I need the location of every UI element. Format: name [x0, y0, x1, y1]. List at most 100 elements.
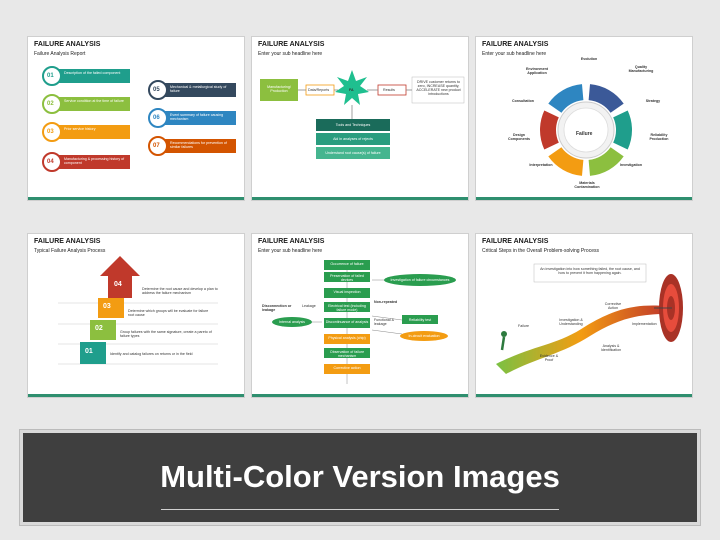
branch-label: Disconnection or leakage	[262, 304, 292, 313]
flow-step-data: Data/Reports	[308, 88, 330, 92]
report-item-band	[50, 97, 130, 111]
cycle-segment	[548, 147, 584, 176]
report-item-number: 06	[153, 115, 160, 121]
side-node-label: Internal analysis	[279, 320, 305, 324]
report-list-graphic	[42, 66, 236, 172]
side-node-label: In-circuit evaluation	[408, 334, 440, 338]
flow-node-label: Visual inspection	[333, 290, 361, 294]
report-item-badge	[148, 108, 168, 128]
cycle-label: Investigation	[619, 163, 643, 167]
flow-node	[324, 272, 370, 282]
banner-divider	[161, 509, 559, 510]
callout-text: An investigation into how something fail…	[540, 267, 640, 276]
cycle-label: Interpretation	[529, 163, 553, 167]
flow-node	[324, 334, 370, 344]
cycle-segment	[540, 110, 559, 150]
cycle-label: Reliability Production	[649, 133, 669, 142]
side-node-label: Investigation of failure circumstances	[390, 278, 450, 282]
step-number: 03	[103, 303, 111, 310]
step-text: Determine the root cause and develop a p…	[142, 287, 218, 296]
cycle-segment	[548, 84, 584, 113]
flow-node-label: Physical analysis (chip)	[328, 336, 366, 340]
slide-thumbnail-5[interactable]: FAILURE ANALYSIS Enter your sub headline…	[251, 233, 469, 398]
tools-item: Understand root cause(s) of failure	[325, 151, 381, 155]
flow-node	[324, 288, 370, 298]
cycle-label: Strategy	[645, 99, 661, 103]
path-step: Evidence & Proof	[539, 354, 559, 363]
slide-title: FAILURE ANALYSIS	[258, 41, 325, 48]
section-banner: Multi-Color Version Images	[20, 430, 700, 525]
step-number: 02	[95, 325, 103, 332]
report-item-number: 05	[153, 87, 160, 93]
slide-subtitle: Failure Analysis Report	[34, 51, 86, 57]
path-step: Corrective Action	[604, 302, 622, 311]
cycle-label: Design Components	[508, 133, 530, 142]
report-item-text: Manufacturing & processing history of co…	[64, 157, 125, 166]
report-item-number: 02	[47, 101, 54, 107]
flow-node-label: Corrective action	[333, 366, 361, 370]
report-item-text: Mechanical & metallurgical study of fail…	[170, 85, 227, 94]
slide-title: FAILURE ANALYSIS	[258, 238, 325, 245]
analysis-flowchart	[272, 260, 456, 384]
flow-node	[324, 318, 370, 328]
slide-title: FAILURE ANALYSIS	[34, 41, 101, 48]
path-step: Failure	[518, 324, 529, 328]
tools-item: Aid in analyses of rejects	[333, 137, 373, 141]
report-item-number: 01	[47, 73, 54, 79]
tools-header: Tools and Techniques	[335, 123, 371, 127]
branch-label: Functional & leakage	[374, 318, 394, 327]
slide-thumbnail-1[interactable]: FAILURE ANALYSIS Failure Analysis Report…	[27, 36, 245, 201]
slide-thumbnail-2[interactable]: FAILURE ANALYSIS Enter your sub headline…	[251, 36, 469, 201]
report-item-text: Service condition at the time of failure	[64, 99, 124, 103]
slide-title: FAILURE ANALYSIS	[482, 238, 549, 245]
step-text: Determine which groups will be evaluate …	[128, 309, 209, 318]
path-step: Implementation	[632, 322, 657, 326]
step-number: 04	[114, 281, 122, 288]
banner-title: Multi-Color Version Images	[160, 459, 560, 494]
report-item-text: Recommendations for prevention of simila…	[170, 141, 227, 150]
side-node-label: Reliability test	[408, 318, 432, 322]
report-item-band	[50, 155, 130, 169]
report-item-badge	[42, 152, 62, 172]
report-item-badge	[42, 94, 62, 114]
cycle-label: Consultation	[512, 99, 534, 103]
cycle-segment	[613, 110, 632, 150]
report-item-badge	[148, 80, 168, 100]
process-steps-graphic	[58, 256, 218, 365]
flow-node	[324, 260, 370, 270]
cycle-label: Environment Application	[526, 67, 548, 76]
cycle-segment	[588, 84, 624, 113]
cycle-segment	[588, 147, 624, 176]
slide-thumbnail-3[interactable]: FAILURE ANALYSIS Enter your sub headline…	[475, 36, 693, 201]
report-item-text: Prior service history	[64, 127, 96, 131]
flow-node-label: Electrical test (including failure mode)	[328, 304, 366, 313]
report-item-text: Event summary of failure causing mechani…	[170, 113, 224, 122]
slide-thumbnail-6[interactable]: FAILURE ANALYSIS Critical Steps in the O…	[475, 233, 693, 398]
flow-node	[324, 364, 370, 374]
flow-step-production: Manufacturing/ Production	[267, 85, 291, 94]
slide-thumbnail-4[interactable]: FAILURE ANALYSIS Typical Failure Analysi…	[27, 233, 245, 398]
report-item-number: 04	[47, 159, 54, 165]
slide-subtitle: Critical Steps in the Overall Problem-so…	[482, 248, 599, 254]
slide-title: FAILURE ANALYSIS	[34, 238, 101, 245]
failure-cycle-diagram	[540, 84, 632, 176]
report-item-text: Description of the failed component	[64, 71, 121, 75]
report-item-band	[156, 111, 236, 125]
flow-node-label: Discontinuance of analysis	[325, 320, 369, 324]
branch-label: Leakage	[302, 304, 316, 308]
flow-node-label: Observation of failure mechanism	[329, 350, 365, 359]
path-step: Investigation & Understanding	[559, 318, 583, 327]
cycle-label: Materials Contamination	[574, 181, 600, 190]
cycle-center-label: Failure	[576, 131, 593, 137]
result-text: DRIVE customer returns to zero, INCREASE…	[416, 80, 461, 97]
report-item-band	[156, 139, 236, 153]
report-item-band	[156, 83, 236, 97]
step-text: Group failures with the same signature, …	[120, 330, 212, 339]
flow-node-label: Preservation of failed devices	[330, 274, 364, 283]
branch-label: Non-repeated	[374, 300, 398, 304]
slide-subtitle: Enter your sub headline here	[482, 51, 547, 57]
flow-diagram	[260, 70, 465, 159]
flow-node	[324, 348, 370, 358]
slide-subtitle: Typical Failure Analysis Process	[34, 248, 106, 254]
report-item-number: 03	[47, 129, 54, 135]
